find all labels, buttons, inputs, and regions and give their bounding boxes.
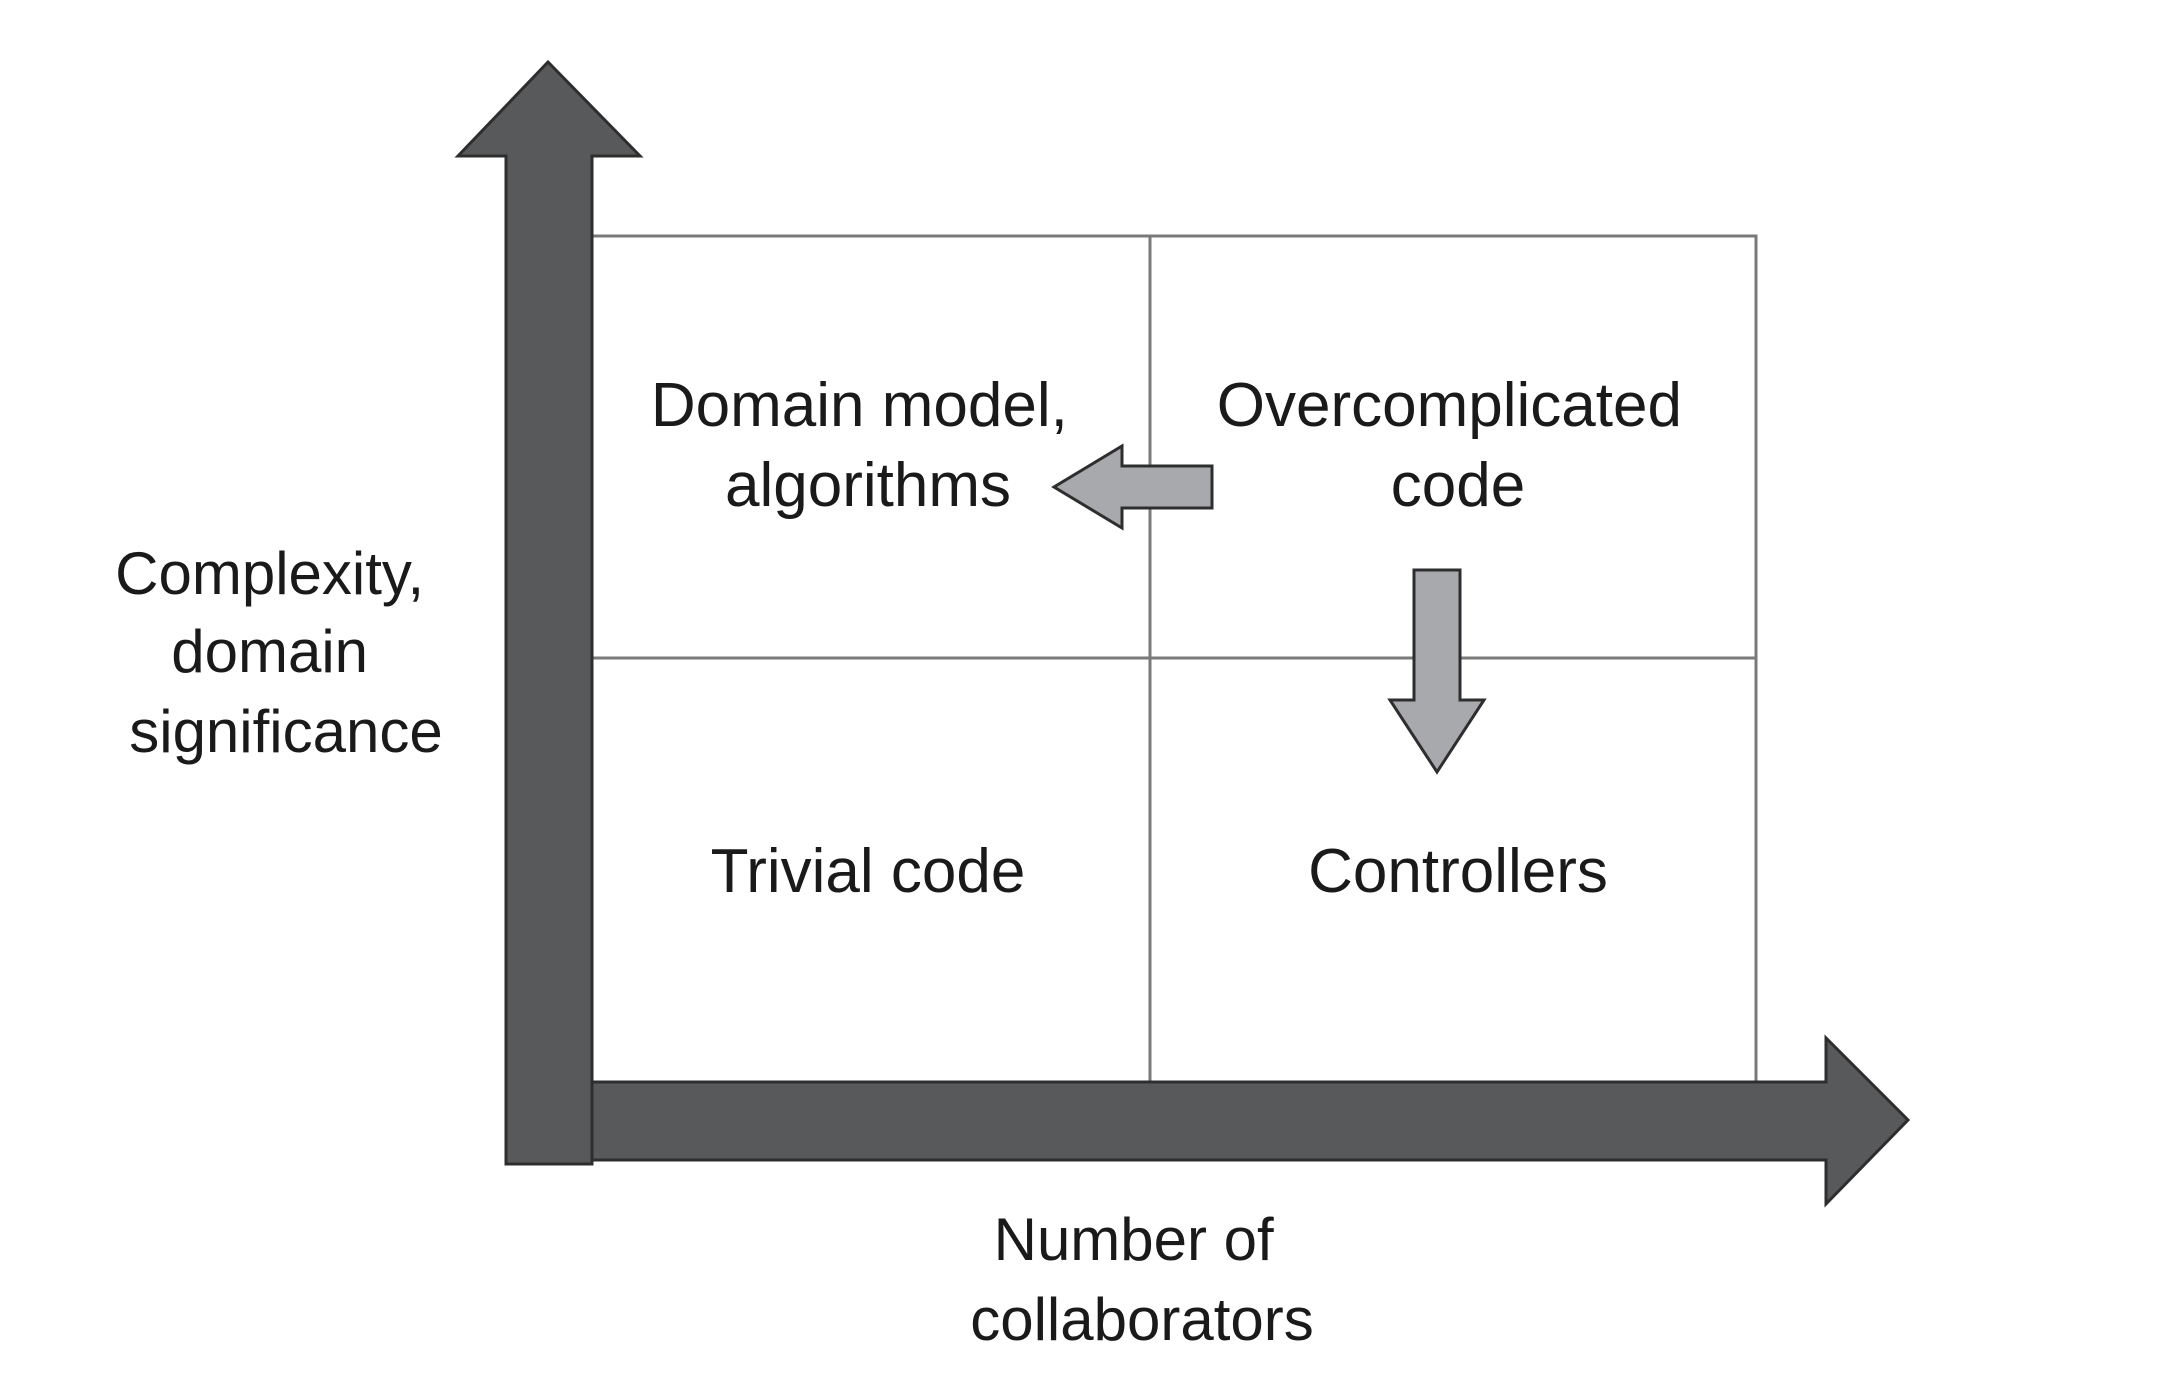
x-axis-label-line: collaborators <box>970 1286 1314 1353</box>
y-axis-label-line: domain <box>171 618 368 685</box>
quadrant-bottom-right-label: Controllers <box>1308 837 1608 906</box>
down-arrow-icon-shape <box>1387 568 1487 775</box>
quadrant-label-line: Domain model, <box>651 371 1068 440</box>
quadrant-label-line: code <box>1391 451 1525 520</box>
y-axis-label: Complexity, domain significance <box>115 540 443 765</box>
x-axis-arrow <box>588 1034 1911 1208</box>
quadrant-bottom-left-label: Trivial code <box>711 837 1026 906</box>
quadrant-top-right-label: Overcomplicated code <box>1217 371 1699 520</box>
y-axis-label-line: Complexity, <box>115 540 424 607</box>
y-axis-label-line: significance <box>129 698 443 765</box>
left-arrow-icon <box>1051 443 1214 531</box>
quadrant-label-line: Controllers <box>1308 837 1608 906</box>
quadrant-label-line: Overcomplicated <box>1217 371 1682 440</box>
quadrant-label-line: Trivial code <box>711 837 1026 906</box>
x-axis-label: Number of collaborators <box>970 1206 1314 1353</box>
quadrant-top-left-label: Domain model, algorithms <box>651 371 1085 520</box>
quadrant-grid <box>588 234 1758 1084</box>
x-axis-label-line: Number of <box>994 1206 1274 1273</box>
quadrant-label-line: algorithms <box>725 451 1011 520</box>
y-axis-arrow <box>454 59 644 1166</box>
